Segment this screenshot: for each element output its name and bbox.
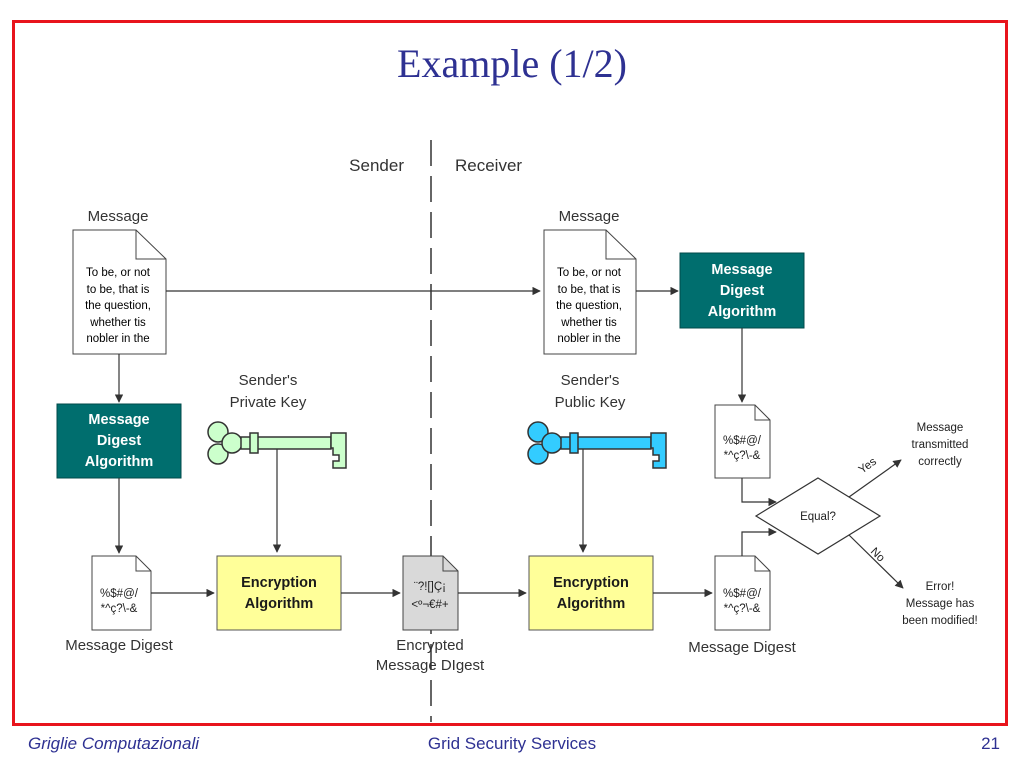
success-line-3: correctly [918, 456, 962, 468]
receiver-digest-line-2: Digest [720, 283, 764, 299]
receiver-message-doc: To be, or not to be, that is the questio… [543, 229, 637, 355]
error-line-1: Error! [926, 581, 955, 593]
receiver-digest-doc-a-line-1: %$#@/ [723, 435, 762, 447]
svg-text:the question,: the question, [556, 300, 622, 312]
receiver-digest-line-3: Algorithm [708, 304, 776, 320]
sender-digest-doc-line-1: %$#@/ [100, 588, 139, 600]
private-key-label-2: Private Key [230, 394, 307, 411]
sender-message-digest-label: Message Digest [65, 637, 173, 654]
svg-text:nobler in the: nobler in the [86, 333, 149, 345]
svg-text:To be, or not: To be, or not [557, 267, 622, 279]
sender-digest-doc: %$#@/ *^ç?\-& [91, 555, 152, 631]
private-key-label-1: Sender's [239, 372, 298, 389]
receiver-label: Receiver [455, 156, 522, 175]
error-line-2: Message has [906, 598, 975, 610]
computed-digest-to-equal-arrow [741, 478, 777, 507]
svg-text:the question,: the question, [85, 300, 151, 312]
private-key-icon [207, 421, 347, 469]
slide-frame [12, 20, 1008, 726]
sender-msg-line-1: To be, or not [86, 267, 151, 279]
encrypted-doc-line-1: ¨?![]Ç¡ [414, 581, 446, 593]
sender-msg-line-2: to be, that is [87, 284, 150, 296]
sender-msg-line-4: whether tis [89, 317, 146, 329]
sender-msg-line-5: nobler in the [86, 333, 149, 345]
footer-course: Griglie Computazionali [28, 734, 200, 753]
sender-digest-line-2: Digest [97, 433, 141, 449]
public-key-icon [527, 421, 667, 469]
receiver-msg-line-4: whether tis [560, 317, 617, 329]
public-key-label-1: Sender's [561, 372, 620, 389]
sender-label: Sender [349, 156, 404, 175]
receiver-message-digest-label: Message Digest [688, 639, 796, 656]
sender-digest-line-1: Message [88, 412, 149, 428]
receiver-msg-line-5: nobler in the [557, 333, 620, 345]
receiver-encryption-line-1: Encryption [553, 575, 629, 591]
receiver-msg-line-2: to be, that is [558, 284, 621, 296]
footer-topic: Grid Security Services [427, 734, 597, 753]
sender-encryption-line-2: Algorithm [245, 596, 313, 612]
receiver-digest-algorithm-box: Message Digest Algorithm [679, 252, 805, 329]
receiver-digest-doc-a-line-2: *^ç?\-& [724, 450, 761, 462]
encrypted-doc-line-2: <º¬€#+ [411, 599, 448, 611]
no-branch-arrow [848, 534, 904, 589]
svg-text:to be, that is: to be, that is [87, 284, 150, 296]
receiver-msg-line-3: the question, [556, 300, 622, 312]
sender-message-doc: To be, or not to be, that is the questio… [72, 229, 167, 355]
sender-encryption-line-1: Encryption [241, 575, 317, 591]
encrypted-digest-doc: ¨?![]Ç¡ <º¬€#+ [402, 555, 459, 631]
no-label: No [868, 546, 887, 565]
success-line-1: Message [917, 422, 964, 434]
receiver-decrypted-digest-doc: %$#@/ *^ç?\-& [714, 555, 771, 631]
receiver-computed-digest-doc: %$#@/ *^ç?\-& [714, 404, 771, 479]
svg-text:to be, that is: to be, that is [558, 284, 621, 296]
receiver-digest-doc-b-line-2: *^ç?\-& [724, 603, 761, 615]
receiver-encryption-box: Encryption Algorithm [528, 555, 654, 631]
equal-label: Equal? [800, 511, 836, 523]
sender-digest-doc-line-2: *^ç?\-& [101, 603, 138, 615]
slide-title: Example (1/2) [397, 41, 627, 86]
receiver-encryption-line-2: Algorithm [557, 596, 625, 612]
error-line-3: been modified! [902, 615, 977, 627]
svg-text:whether tis: whether tis [89, 317, 146, 329]
sender-digest-algorithm-box: Message Digest Algorithm [56, 403, 182, 479]
receiver-digest-line-1: Message [711, 262, 772, 278]
sender-digest-line-3: Algorithm [85, 454, 153, 470]
page-number: 21 [981, 734, 1000, 753]
sender-encryption-box: Encryption Algorithm [216, 555, 342, 631]
encrypted-digest-label-1: Encrypted [396, 637, 464, 654]
decrypted-digest-to-equal-arrow [741, 527, 777, 556]
svg-text:whether tis: whether tis [560, 317, 617, 329]
equal-decision-diamond: Equal? [754, 477, 882, 555]
svg-text:nobler in the: nobler in the [557, 333, 620, 345]
public-key-label-2: Public Key [555, 394, 626, 411]
receiver-msg-line-1: To be, or not [557, 267, 622, 279]
sender-message-label: Message [88, 208, 149, 225]
encrypted-digest-label-2: Message DIgest [376, 657, 485, 674]
svg-text:To be, or not: To be, or not [86, 267, 151, 279]
sender-msg-line-3: the question, [85, 300, 151, 312]
receiver-digest-doc-b-line-1: %$#@/ [723, 588, 762, 600]
yes-branch-arrow [848, 459, 902, 498]
success-line-2: transmitted [912, 439, 969, 451]
yes-label: Yes [857, 456, 879, 477]
receiver-message-label: Message [559, 208, 620, 225]
